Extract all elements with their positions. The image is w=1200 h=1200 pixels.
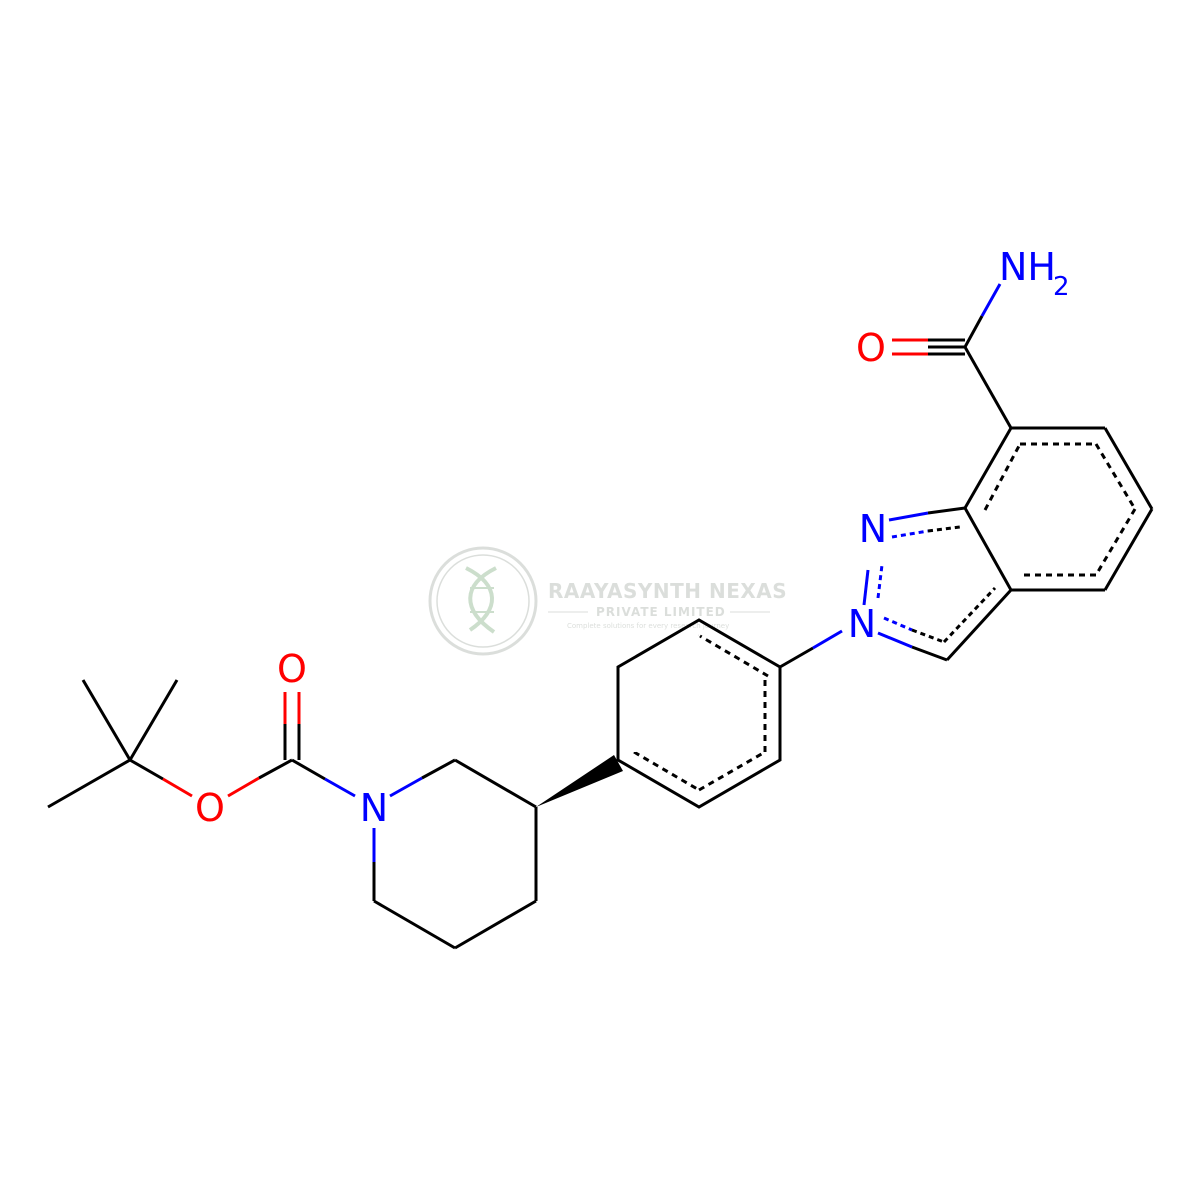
bond-carbonyl-n-blue <box>324 777 356 798</box>
atom-label-o-carbonyl: O <box>277 647 307 691</box>
bond-amide-c-n-blue <box>980 283 1002 317</box>
bond-ring-amide-c <box>963 346 1013 429</box>
phenyl-ring <box>616 618 782 809</box>
atom-label-n-indazole-2: N <box>859 507 887 551</box>
phenyl-inner-dash <box>699 634 769 678</box>
amide-carbonyl-double-bond <box>892 338 965 356</box>
bond-amide-c-n <box>963 315 984 348</box>
bond-o-ester-carbonyl-c <box>258 758 293 780</box>
stereo-wedge-bond <box>536 755 623 807</box>
watermark-subtitle: PRIVATE LIMITED <box>596 605 726 619</box>
atom-label-nh2: NH <box>999 245 1056 289</box>
bond-o-ester-carbonyl <box>227 776 260 798</box>
watermark: RAAYASYNTH NEXAS PRIVATE LIMITED Complet… <box>428 546 787 656</box>
atom-label-o-ester: O <box>195 786 225 830</box>
indazole-benzene-ring <box>963 426 1154 592</box>
watermark-company: RAAYASYNTH NEXAS <box>548 579 787 603</box>
atom-label-o-amide: O <box>856 326 886 370</box>
dna-helix-icon <box>428 546 538 656</box>
bond-phenyl-n-blue <box>812 629 843 650</box>
watermark-tagline: Complete solutions for every research jo… <box>567 622 729 630</box>
atom-label-n-piperidine: N <box>360 786 388 830</box>
piperidine-ring <box>372 758 538 950</box>
bond-phenyl-n <box>779 646 814 669</box>
indazole-pyrazole-ring <box>862 506 1013 662</box>
bond-carbonyl-n <box>291 758 326 781</box>
atom-label-nh2-subscript: 2 <box>1053 272 1070 302</box>
tert-butyl-group <box>47 679 179 809</box>
bond-o-ester-tbu <box>162 777 193 798</box>
atom-label-n-indazole-1: N <box>848 602 876 646</box>
carbonyl-double-bond <box>283 692 301 760</box>
